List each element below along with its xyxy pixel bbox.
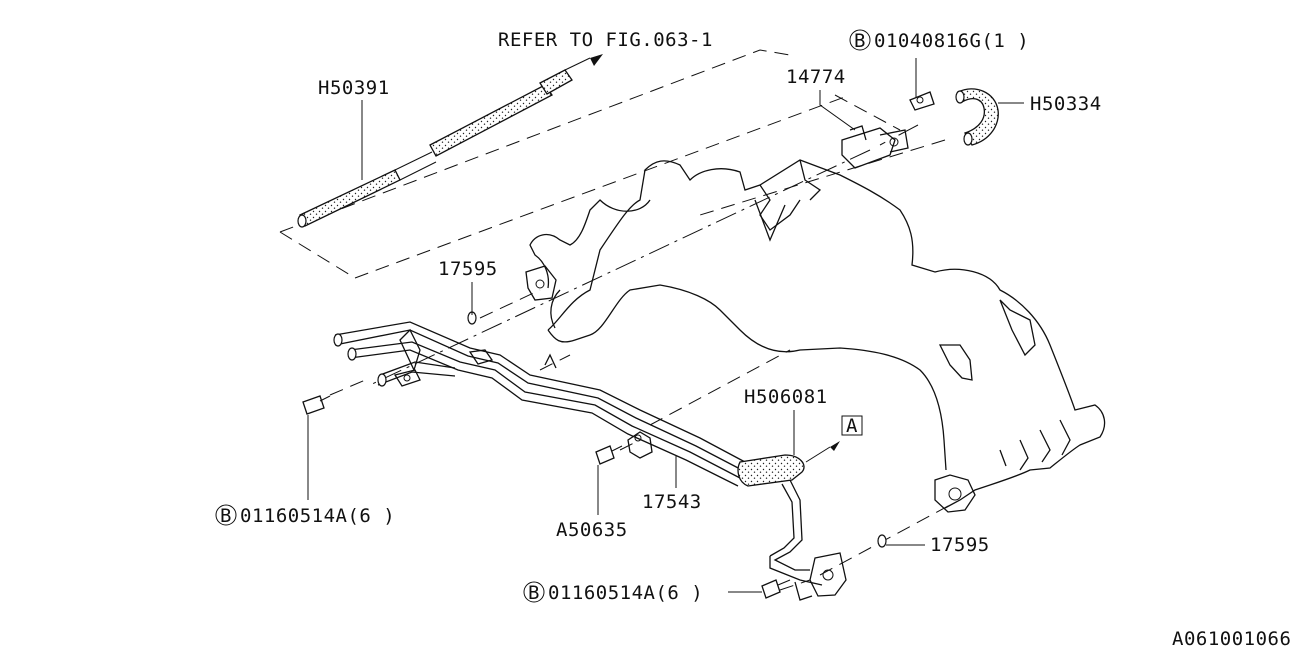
reference-letter: A	[846, 415, 858, 437]
bolt-marker-letter: B	[220, 505, 232, 527]
hose-h506081[interactable]	[737, 446, 831, 487]
labels: REFER TO FIG.063-1 H50391 B 01040816G(1 …	[215, 29, 1291, 650]
bolt-icon	[302, 395, 331, 415]
reference-box-a[interactable]: A	[841, 415, 863, 437]
label-17595-right[interactable]: 17595	[930, 534, 990, 556]
flange-bracket[interactable]	[794, 552, 847, 601]
intake-manifold-outline	[529, 159, 1106, 513]
bolt-icon	[909, 91, 935, 111]
label-h50334[interactable]: H50334	[1030, 93, 1102, 115]
bolt-marker-left: B	[215, 504, 237, 527]
hose-h50334[interactable]	[955, 88, 999, 146]
bolt-icon	[761, 579, 791, 599]
label-01160514a-bottom[interactable]: 01160514A(6 )	[548, 582, 703, 604]
label-14774[interactable]: 14774	[786, 66, 846, 88]
guide-lines	[279, 49, 951, 591]
label-17543[interactable]: 17543	[642, 491, 702, 513]
bolt-marker-top: B	[849, 29, 871, 52]
valve-14774[interactable]	[841, 125, 909, 169]
refer-note: REFER TO FIG.063-1	[498, 29, 713, 51]
fuel-pipe-17543[interactable]	[333, 321, 823, 586]
bolt-marker-letter: B	[854, 30, 866, 52]
diagram-id: A061001066	[1172, 628, 1291, 650]
arrow-icon	[590, 54, 603, 66]
grommet-icon	[877, 534, 887, 548]
label-01040816g[interactable]: 01040816G(1 )	[874, 30, 1029, 52]
bolt-icon	[595, 445, 623, 465]
arrow-icon	[830, 441, 840, 451]
bolt-marker-bottom: B	[523, 581, 545, 604]
label-17595-top[interactable]: 17595	[438, 258, 498, 280]
label-h506081[interactable]: H506081	[744, 386, 828, 408]
hose-h50391[interactable]	[297, 57, 591, 228]
label-01160514a-left[interactable]: 01160514A(6 )	[240, 505, 395, 527]
bolt-marker-letter: B	[528, 582, 540, 604]
label-a50635[interactable]: A50635	[556, 519, 628, 541]
clamp-icon	[627, 431, 653, 459]
leader-lines	[307, 58, 1024, 593]
label-h50391[interactable]: H50391	[318, 77, 390, 99]
flange-bracket[interactable]	[525, 265, 557, 301]
